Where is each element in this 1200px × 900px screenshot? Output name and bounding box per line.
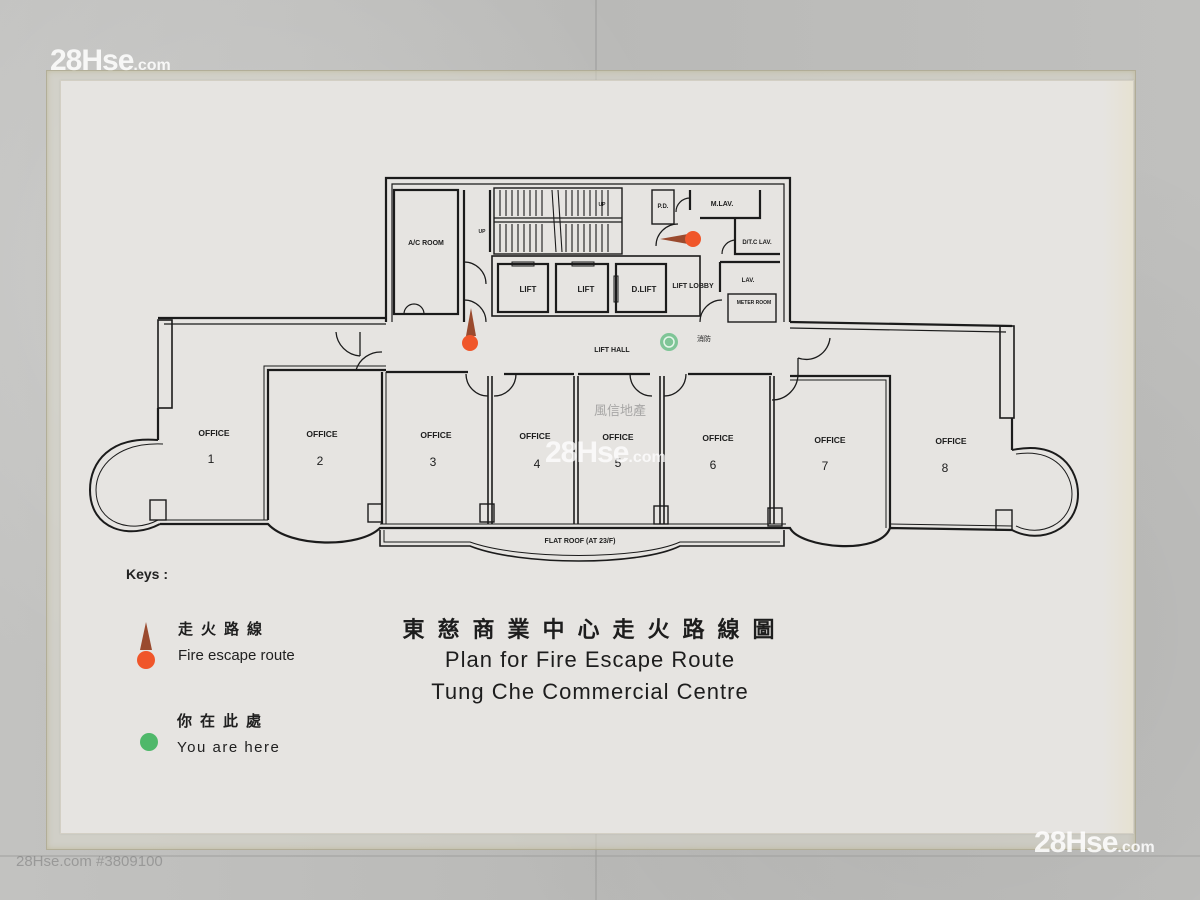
fire-escape-arrow-icon — [137, 622, 155, 669]
office-7-label: OFFICE — [814, 435, 845, 445]
office-8-label: OFFICE — [935, 436, 966, 446]
watermark-center: 28Hse.com — [545, 436, 666, 470]
lift-2-label: LIFT — [578, 285, 595, 294]
watermark-top-left: 28Hse.com — [50, 44, 171, 78]
stairs-up-label: UP — [479, 229, 487, 235]
keys-heading: Keys : — [126, 566, 169, 582]
watermark-bottom-right: 28Hse.com — [1034, 826, 1155, 860]
office-1-label: OFFICE — [198, 428, 229, 438]
male-lavatory-label: M.LAV. — [711, 201, 734, 208]
office-2-label: OFFICE — [306, 429, 337, 439]
office-5-number: 5 — [615, 456, 622, 470]
key-label-en: Fire escape route — [178, 647, 295, 664]
office-5-label: OFFICE — [602, 432, 633, 442]
office-6-label: OFFICE — [702, 433, 733, 443]
flat-roof-label: FLAT ROOF (AT 23/F) — [545, 538, 616, 545]
disabled-lavatory-label: D/T.C LAV. — [742, 240, 772, 246]
office-1-number: 1 — [208, 452, 215, 466]
watermark-suffix: .com — [628, 449, 666, 466]
office-4-number: 4 — [534, 457, 541, 471]
plan-title: 東慈商業中心走火路線圖 Plan for Fire Escape Route T… — [380, 612, 800, 708]
watermark-suffix: .com — [1117, 839, 1155, 856]
you-are-here-marker — [660, 333, 678, 351]
stairs-up-label: UP — [599, 202, 607, 208]
lift-hall-label: LIFT HALL — [594, 347, 630, 354]
office-4-label: OFFICE — [519, 431, 550, 441]
key-label-cn: 走火路線 — [178, 620, 271, 638]
office-3-label: OFFICE — [420, 430, 451, 440]
listing-id-watermark: 28Hse.com #3809100 — [16, 853, 163, 870]
watermark-brand: 28Hse — [545, 436, 629, 469]
fire-escape-marker-lift-hall — [462, 308, 478, 351]
lift-1-label: LIFT — [520, 285, 537, 294]
watermark-brand: 28Hse — [50, 44, 134, 77]
lavatory-label: LAV. — [742, 278, 755, 284]
agency-watermark: 風信地產 — [594, 404, 647, 419]
fire-plan-sheet — [60, 80, 1134, 834]
fire-hose-label: 消防 — [697, 334, 711, 343]
ac-room-label: A/C ROOM — [408, 240, 444, 247]
key-label-en: You are here — [177, 739, 281, 756]
office-3-number: 3 — [430, 455, 437, 469]
office-6-number: 6 — [710, 458, 717, 472]
lift-lobby-label: LIFT LOBBY — [672, 283, 714, 290]
floor-tile-seam — [0, 855, 1200, 857]
pd-label: P.D. — [658, 204, 669, 210]
plan-title-cn: 東慈商業中心走火路線圖 — [402, 618, 788, 643]
you-are-here-dot-icon — [140, 733, 158, 751]
disabled-lift-label: D.LIFT — [632, 285, 657, 294]
meter-room-label: METER ROOM — [737, 300, 771, 306]
plan-title-en-line1: Plan for Fire Escape Route — [444, 647, 736, 672]
key-label-cn: 你在此處 — [177, 712, 270, 730]
key-item-fire-escape: 走火路線 Fire escape route — [178, 618, 295, 664]
office-7-number: 7 — [822, 459, 829, 473]
office-2-number: 2 — [317, 454, 324, 468]
key-item-you-are-here: 你在此處 You are here — [177, 710, 280, 756]
watermark-suffix: .com — [133, 57, 171, 74]
plan-title-en-line2: Tung Che Commercial Centre — [431, 679, 749, 704]
fire-escape-marker-lobby — [660, 231, 701, 247]
office-8-number: 8 — [942, 461, 949, 475]
watermark-brand: 28Hse — [1034, 826, 1118, 859]
